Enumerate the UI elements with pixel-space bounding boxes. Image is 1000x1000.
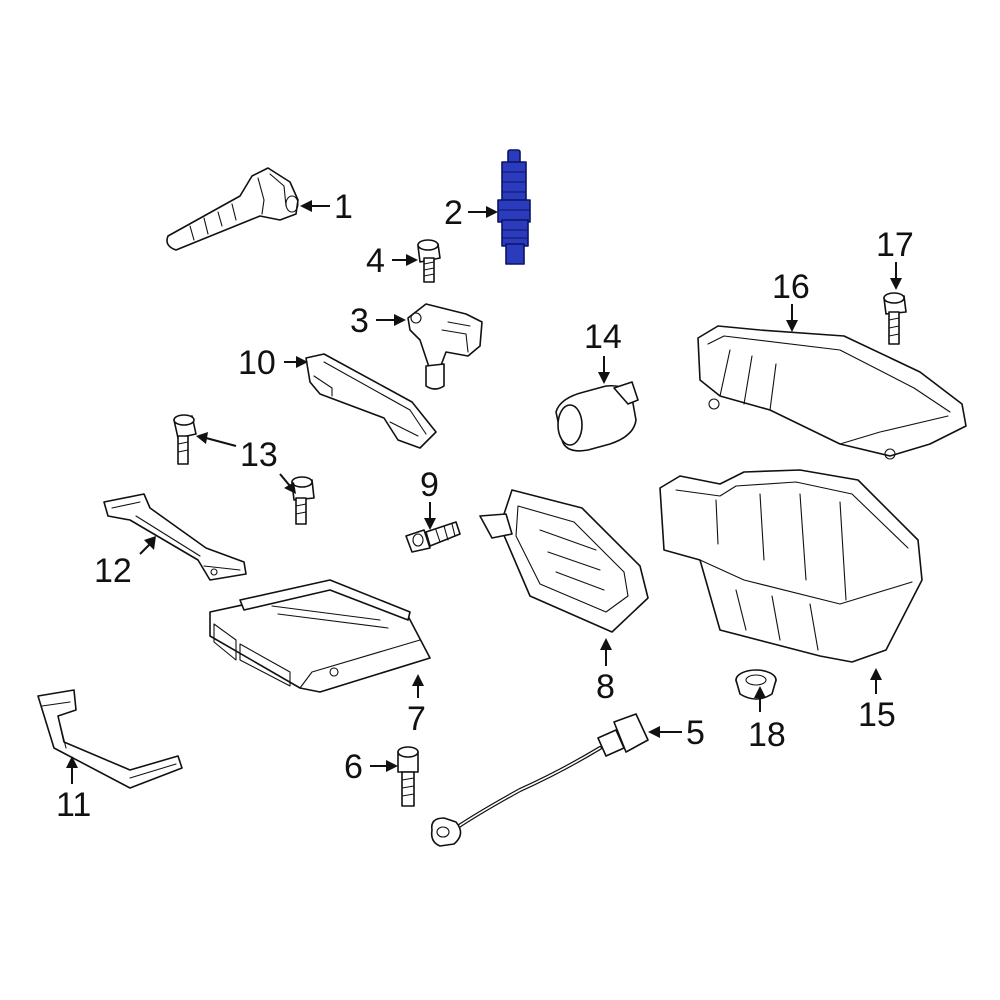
- callout-11[interactable]: 11: [56, 786, 91, 824]
- callout-15[interactable]: 15: [858, 696, 896, 734]
- part-18-grommet[interactable]: [735, 669, 777, 700]
- part-14-valve[interactable]: [555, 381, 639, 452]
- callout-14[interactable]: 14: [584, 318, 622, 356]
- part-8-bracket[interactable]: [479, 489, 649, 633]
- callout-10[interactable]: 10: [238, 344, 276, 382]
- callout-numbers: 1 2 3 4 5 6 7 8 9 10 11 12 13 14 15 16 1…: [56, 188, 914, 824]
- callout-18[interactable]: 18: [748, 716, 786, 754]
- part-9-bolt[interactable]: [405, 521, 461, 553]
- callout-9[interactable]: 9: [420, 466, 439, 504]
- callout-13[interactable]: 13: [240, 436, 278, 474]
- part-6-bolt[interactable]: [397, 746, 419, 807]
- part-3-sensor[interactable]: [407, 303, 483, 390]
- part-12-bracket[interactable]: [103, 493, 247, 581]
- part-11-bracket[interactable]: [37, 689, 183, 789]
- callout-3[interactable]: 3: [350, 302, 369, 340]
- callout-6[interactable]: 6: [344, 748, 363, 786]
- callout-16[interactable]: 16: [772, 268, 810, 306]
- callout-12[interactable]: 12: [94, 552, 132, 590]
- part-16-upper-cover[interactable]: [697, 325, 967, 460]
- callout-2[interactable]: 2: [444, 194, 463, 232]
- callout-7[interactable]: 7: [407, 700, 426, 738]
- callout-4[interactable]: 4: [366, 242, 385, 280]
- part-17-bolt[interactable]: [883, 292, 907, 345]
- callout-5[interactable]: 5: [686, 714, 705, 752]
- part-10-rail[interactable]: [305, 353, 437, 449]
- part-7-control-unit[interactable]: [209, 579, 431, 693]
- part-13-bolt-upper[interactable]: [173, 414, 197, 465]
- part-5-knock-sensor[interactable]: [430, 713, 649, 847]
- callout-17[interactable]: 17: [876, 226, 914, 264]
- callout-1[interactable]: 1: [334, 188, 353, 226]
- part-13-bolt-lower[interactable]: [291, 476, 315, 525]
- callout-leaders: [66, 200, 902, 784]
- part-4-bolt[interactable]: [417, 239, 441, 283]
- part-1-ignition-coil[interactable]: [166, 167, 299, 251]
- part-15-lower-housing[interactable]: [659, 469, 923, 663]
- callout-8[interactable]: 8: [596, 668, 615, 706]
- part-2-spark-plug[interactable]: [497, 149, 531, 265]
